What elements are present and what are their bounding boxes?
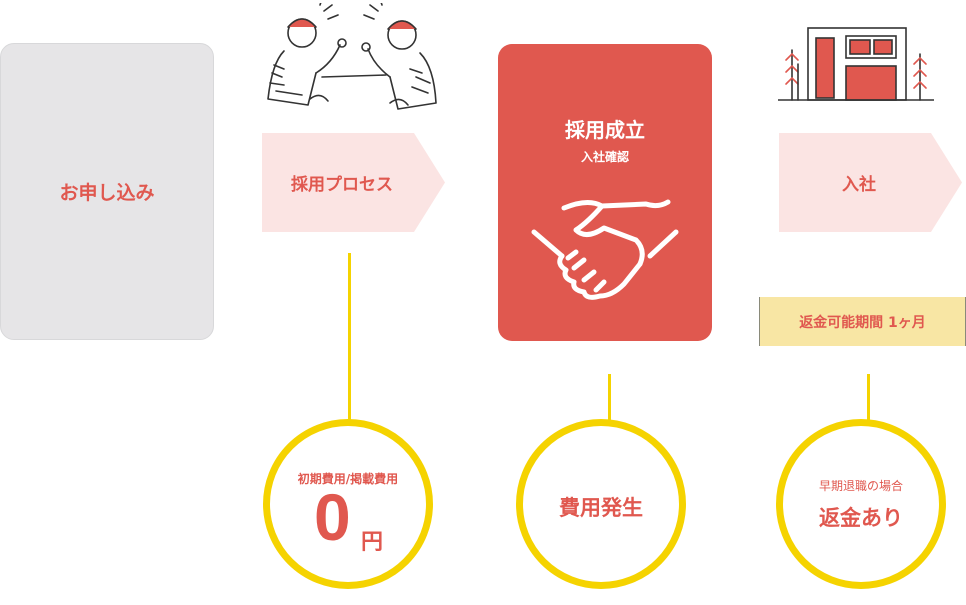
refund-text: 返金あり	[819, 506, 903, 530]
step-hire-title: 採用成立	[565, 118, 645, 142]
refund-circle: 早期退職の場合 返金あり	[776, 419, 946, 589]
fee-free-unit: 円	[361, 530, 384, 555]
step-hire-subtitle: 入社確認	[580, 150, 629, 164]
step-join-arrow: 入社	[779, 133, 962, 232]
fee-free-caption: 初期費用/掲載費用	[297, 472, 399, 486]
step-apply-card: お申し込み	[0, 43, 214, 340]
connector-hire	[608, 374, 611, 423]
step-process-label: 採用プロセス	[291, 175, 393, 195]
early-leave-caption: 早期退職の場合	[818, 479, 903, 493]
connector-join	[867, 374, 870, 423]
step-join-label: 入社	[842, 175, 876, 195]
fee-free-circle: 初期費用/掲載費用 0 円	[263, 419, 433, 589]
refund-period-text: 返金可能期間 1ヶ月	[799, 314, 926, 331]
step-hire-card: 採用成立 入社確認	[498, 44, 712, 341]
step-process-arrow: 採用プロセス	[262, 133, 445, 232]
handshake-icon	[531, 199, 679, 300]
workers-discussion-illustration	[267, 3, 437, 110]
step-apply-label: お申し込み	[59, 182, 155, 204]
building-illustration	[778, 27, 934, 101]
refund-period-label: 返金可能期間 1ヶ月	[759, 297, 966, 346]
fee-occurs-text: 費用発生	[559, 496, 643, 520]
connector-process	[348, 253, 351, 423]
fee-occurs-circle: 費用発生	[516, 419, 686, 589]
fee-free-value: 0	[314, 480, 351, 554]
